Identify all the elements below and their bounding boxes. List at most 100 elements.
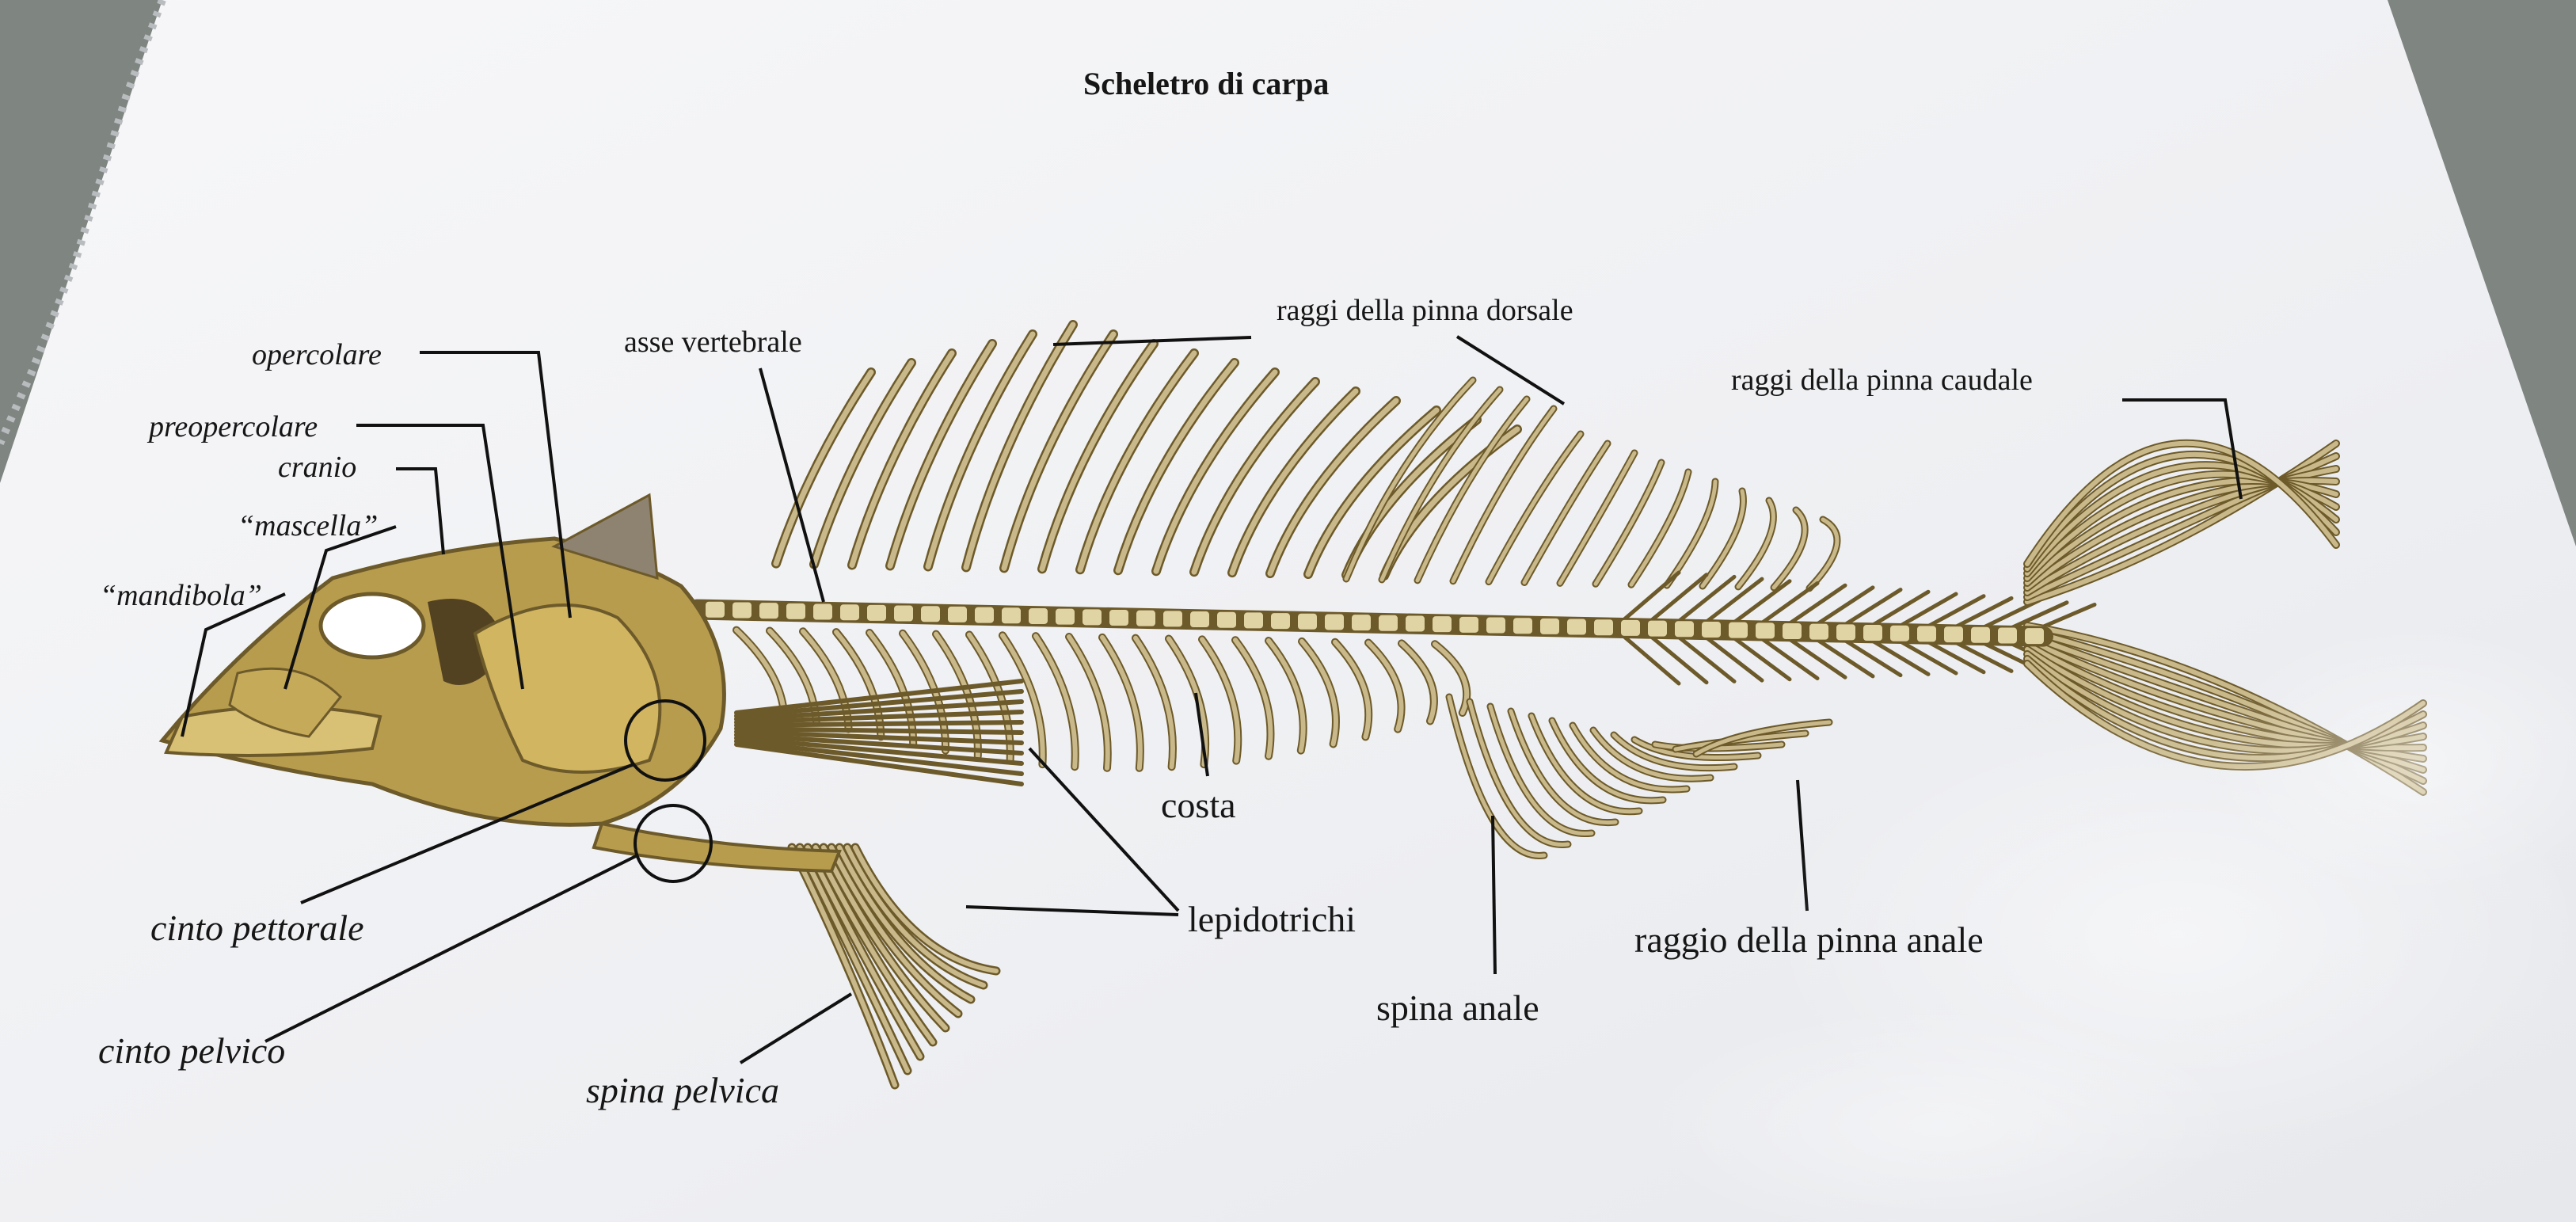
vertebra [1942, 625, 1965, 645]
neural-spine [1704, 577, 1764, 624]
dorsal-fin-ray [1267, 398, 1399, 577]
vertebra [1619, 618, 1642, 638]
vertebra [1754, 621, 1776, 641]
label-mascella: “mascella” [238, 509, 379, 542]
leader-lines [181, 335, 2243, 1064]
pectoral-fin-ray [734, 679, 1024, 715]
label-lepidotrichi: lepidotrichi [1188, 899, 1356, 939]
neural-spine [1621, 570, 1681, 622]
neural-spine [1676, 574, 1737, 623]
dorsal-fin-ray [773, 369, 874, 567]
rear-dorsal-ray [1807, 517, 1840, 591]
label-cranio: cranio [278, 451, 357, 484]
vertebra [1889, 623, 1911, 643]
label-asse-vertebrale: asse vertebrale [624, 325, 802, 359]
vertebra [1646, 619, 1669, 638]
supraoccipital-crest [551, 493, 659, 581]
neural-spine [2037, 603, 2097, 630]
opercolare-leader [420, 351, 572, 619]
vertebra [946, 604, 968, 624]
rear-dorsal-ray [1700, 489, 1745, 588]
mandibola-leader [181, 592, 286, 737]
neural-spine [1760, 581, 1820, 625]
pelvic-fin-ray [837, 845, 973, 1002]
label-spina-pelvica: spina pelvica [586, 1070, 779, 1110]
pectoral-girdle-circle [624, 699, 706, 782]
vertebra [1054, 607, 1076, 626]
rib [1000, 633, 1045, 767]
rear-dorsal-ray [1379, 387, 1502, 582]
pelvic-girdle-circle [634, 804, 713, 883]
label-raggi-caudale: raggi della pinna caudale [1731, 364, 2033, 397]
pelvic-fin-ray [805, 845, 923, 1059]
vertebra [1996, 626, 2019, 645]
anal-fin-ray [1550, 718, 1665, 803]
haemal-spine [1898, 639, 1958, 676]
rear-dorsal-ray [1415, 397, 1529, 583]
rib [1200, 637, 1241, 763]
preopercolare-leader [356, 424, 524, 690]
neural-spine [1954, 596, 2014, 629]
vertebra [1242, 611, 1265, 630]
glare-reflections [1639, 626, 2576, 1222]
sleeve-edge [0, 0, 166, 446]
vertebra [1377, 613, 1399, 633]
dorsal-fin-ray [1229, 388, 1359, 576]
vertebra [1081, 607, 1103, 627]
spina-pelvica-leader [739, 992, 853, 1064]
dorsal-fin-ray [1001, 331, 1117, 571]
anal-fin-ray [1488, 704, 1594, 836]
dorsal-fin-ray [925, 331, 1036, 569]
rear-dorsal-ray [1771, 508, 1807, 590]
vertebra [704, 600, 726, 619]
neural-spine [1926, 594, 1986, 629]
rib [1299, 638, 1338, 747]
vertebra [812, 602, 834, 622]
haemal-spine [1954, 640, 2014, 673]
vertebra [973, 605, 995, 625]
vertebra [758, 601, 780, 621]
lepidotrichi-leader-2 [1028, 747, 1180, 912]
vertebra [1269, 611, 1292, 631]
pectoral-fin-ray [734, 729, 1024, 745]
haemal-spine [1787, 637, 1847, 680]
mascella-leader [283, 525, 397, 690]
neural-spine [1843, 588, 1903, 627]
pelvic-fin-ray [853, 845, 999, 973]
anal-fin-ray [1509, 709, 1618, 825]
rib [734, 627, 786, 715]
label-cinto-pelvico: cinto pelvico [98, 1030, 286, 1071]
rib [1033, 634, 1078, 770]
vertebra [1458, 615, 1480, 634]
pectoral-fin-ray [734, 699, 1024, 721]
pelvic-fin-ray [845, 845, 986, 988]
dorsal-fin-ray [1191, 379, 1318, 575]
vertebra [731, 600, 753, 620]
haemal-spine [1676, 634, 1737, 683]
maxilla [228, 667, 343, 738]
vertebra [919, 604, 942, 624]
vertebra [1727, 620, 1749, 640]
pectoral-fin-ray [734, 710, 1024, 725]
vertebra [1404, 614, 1426, 634]
vertebra [1673, 619, 1695, 639]
costa-leader [1194, 692, 1209, 777]
pelvic-fin-ray [790, 845, 897, 1087]
vertebra [1000, 606, 1022, 626]
vertebra [1835, 622, 1857, 642]
pelvic-fin-ray [829, 845, 961, 1016]
dorsal-fin-ray [811, 360, 915, 568]
neural-spine [1815, 585, 1875, 626]
vertebra [1700, 619, 1722, 639]
pectoral-fin-ray [734, 736, 1024, 766]
asse-vertebrale-leader [759, 367, 825, 603]
dorsal-fin-ray [1077, 350, 1197, 573]
pelvic-fin-ray [813, 845, 935, 1045]
pectoral-fin-ray [734, 733, 1024, 756]
pectoral-fin-ray [734, 726, 1024, 735]
anal-fin-ray [1591, 728, 1713, 781]
operculum [473, 603, 662, 774]
vertebra [2023, 626, 2045, 646]
vertebra [1566, 617, 1588, 637]
vertebra [1539, 616, 1561, 636]
